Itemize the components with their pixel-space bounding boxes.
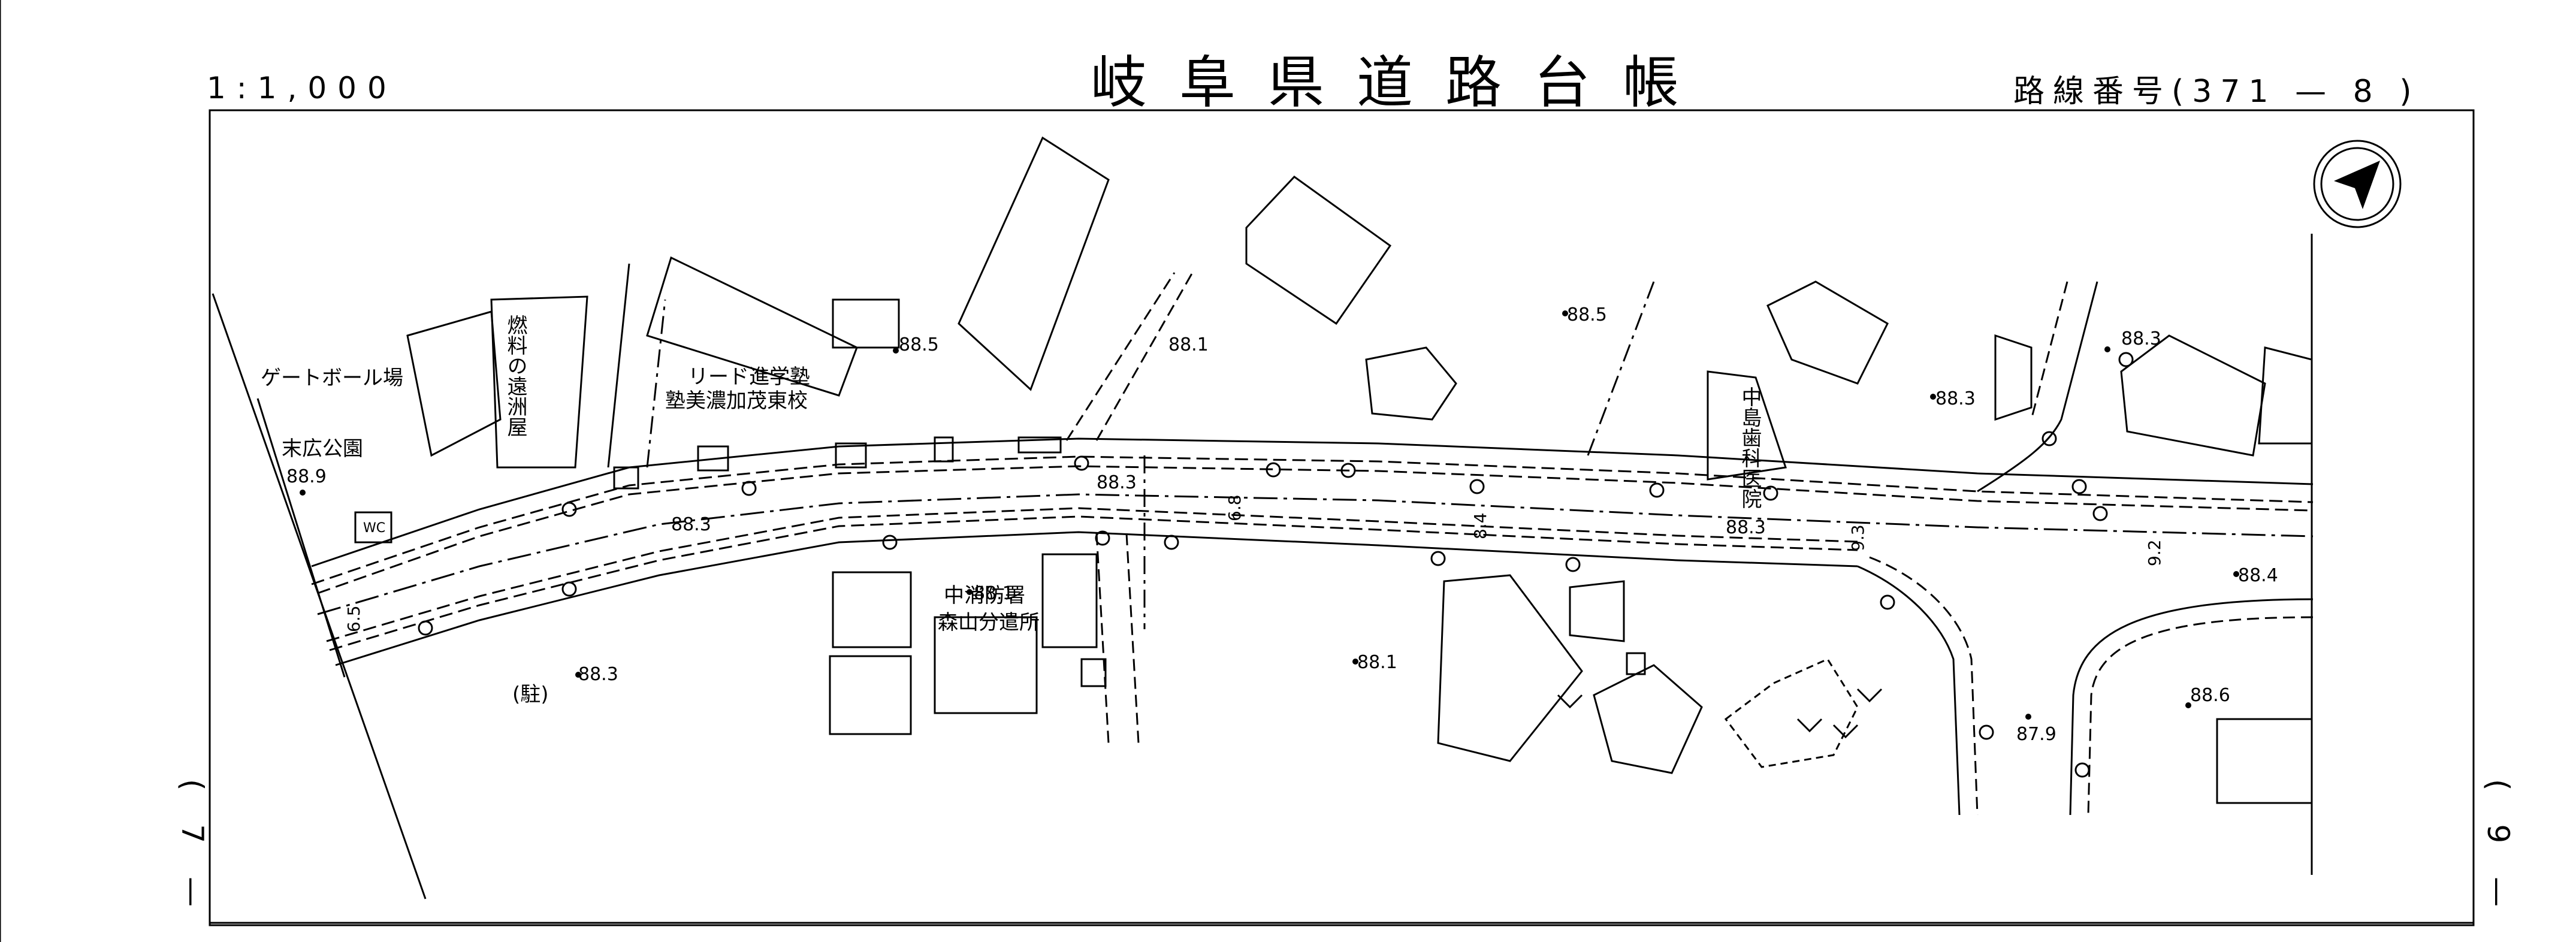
label-cram-school-1: リード進学塾 (688, 365, 810, 389)
map-scale: 1:1,000 (207, 71, 397, 105)
wc-building (354, 511, 392, 544)
label-gateball: ゲートボール場 (261, 366, 403, 390)
map-frame (209, 109, 2475, 926)
route-number: 路線番号(371 — 8 ) (2013, 74, 2420, 110)
elevation: 88.4 (2238, 565, 2278, 586)
elevation: 88.5 (1567, 304, 1607, 325)
north-arrow-icon (2313, 140, 2402, 228)
elevation: 88.1 (1357, 652, 1397, 673)
elevation: 88.3 (671, 514, 711, 535)
elevation: 88.1 (1168, 334, 1209, 355)
building-tono-bank (958, 136, 1110, 391)
building-juroku-bank (1437, 574, 1583, 762)
elevation: 88.3 (578, 664, 618, 685)
label-dental: 中島歯科医院 (1738, 387, 1762, 509)
left-sheet-mark: ( 7 — (175, 779, 210, 919)
elevation: 87.9 (2016, 724, 2056, 745)
elevation: 88.6 (2190, 685, 2230, 706)
label-fire-station-1: 中消防署 (944, 584, 1025, 608)
road-width: 6.8 (1225, 494, 1245, 521)
road-edge-north (311, 437, 2314, 567)
label-wc: WC (363, 521, 385, 536)
elevation: 88.3 (1726, 517, 1766, 538)
road-edge-south (335, 531, 1858, 666)
elevation: 88.1 (974, 583, 1014, 604)
road-width: 8.4 (1470, 512, 1490, 539)
road-width: 9.3 (1848, 524, 1868, 551)
building-dental (1707, 370, 1787, 481)
map-title: 岐阜県道路台帳 (1091, 50, 1712, 116)
elevation: 88.9 (286, 466, 327, 487)
elevation: 88.5 (899, 334, 939, 355)
right-sheet-mark: ( 9 — (2481, 779, 2515, 919)
label-park: 末広公園 (282, 437, 363, 461)
building-fire-station (934, 616, 1038, 714)
elevation: 88.3 (1097, 472, 1137, 493)
label-parking: (駐) (512, 683, 549, 707)
road-centerline (317, 493, 2314, 615)
road-width: 9.2 (2145, 539, 2164, 566)
building-cram-school (646, 256, 858, 397)
elevation: 88.3 (1935, 388, 1976, 409)
elevation: 88.3 (2121, 328, 2161, 349)
label-fire-station-2: 森山分遣所 (938, 611, 1040, 635)
road-width: 6.5 (344, 605, 364, 632)
label-fuel-store: 燃料の遠洲屋 (503, 315, 527, 437)
label-cram-school-2: 塾美濃加茂東校 (665, 389, 808, 413)
building-gateball-area (406, 310, 502, 457)
